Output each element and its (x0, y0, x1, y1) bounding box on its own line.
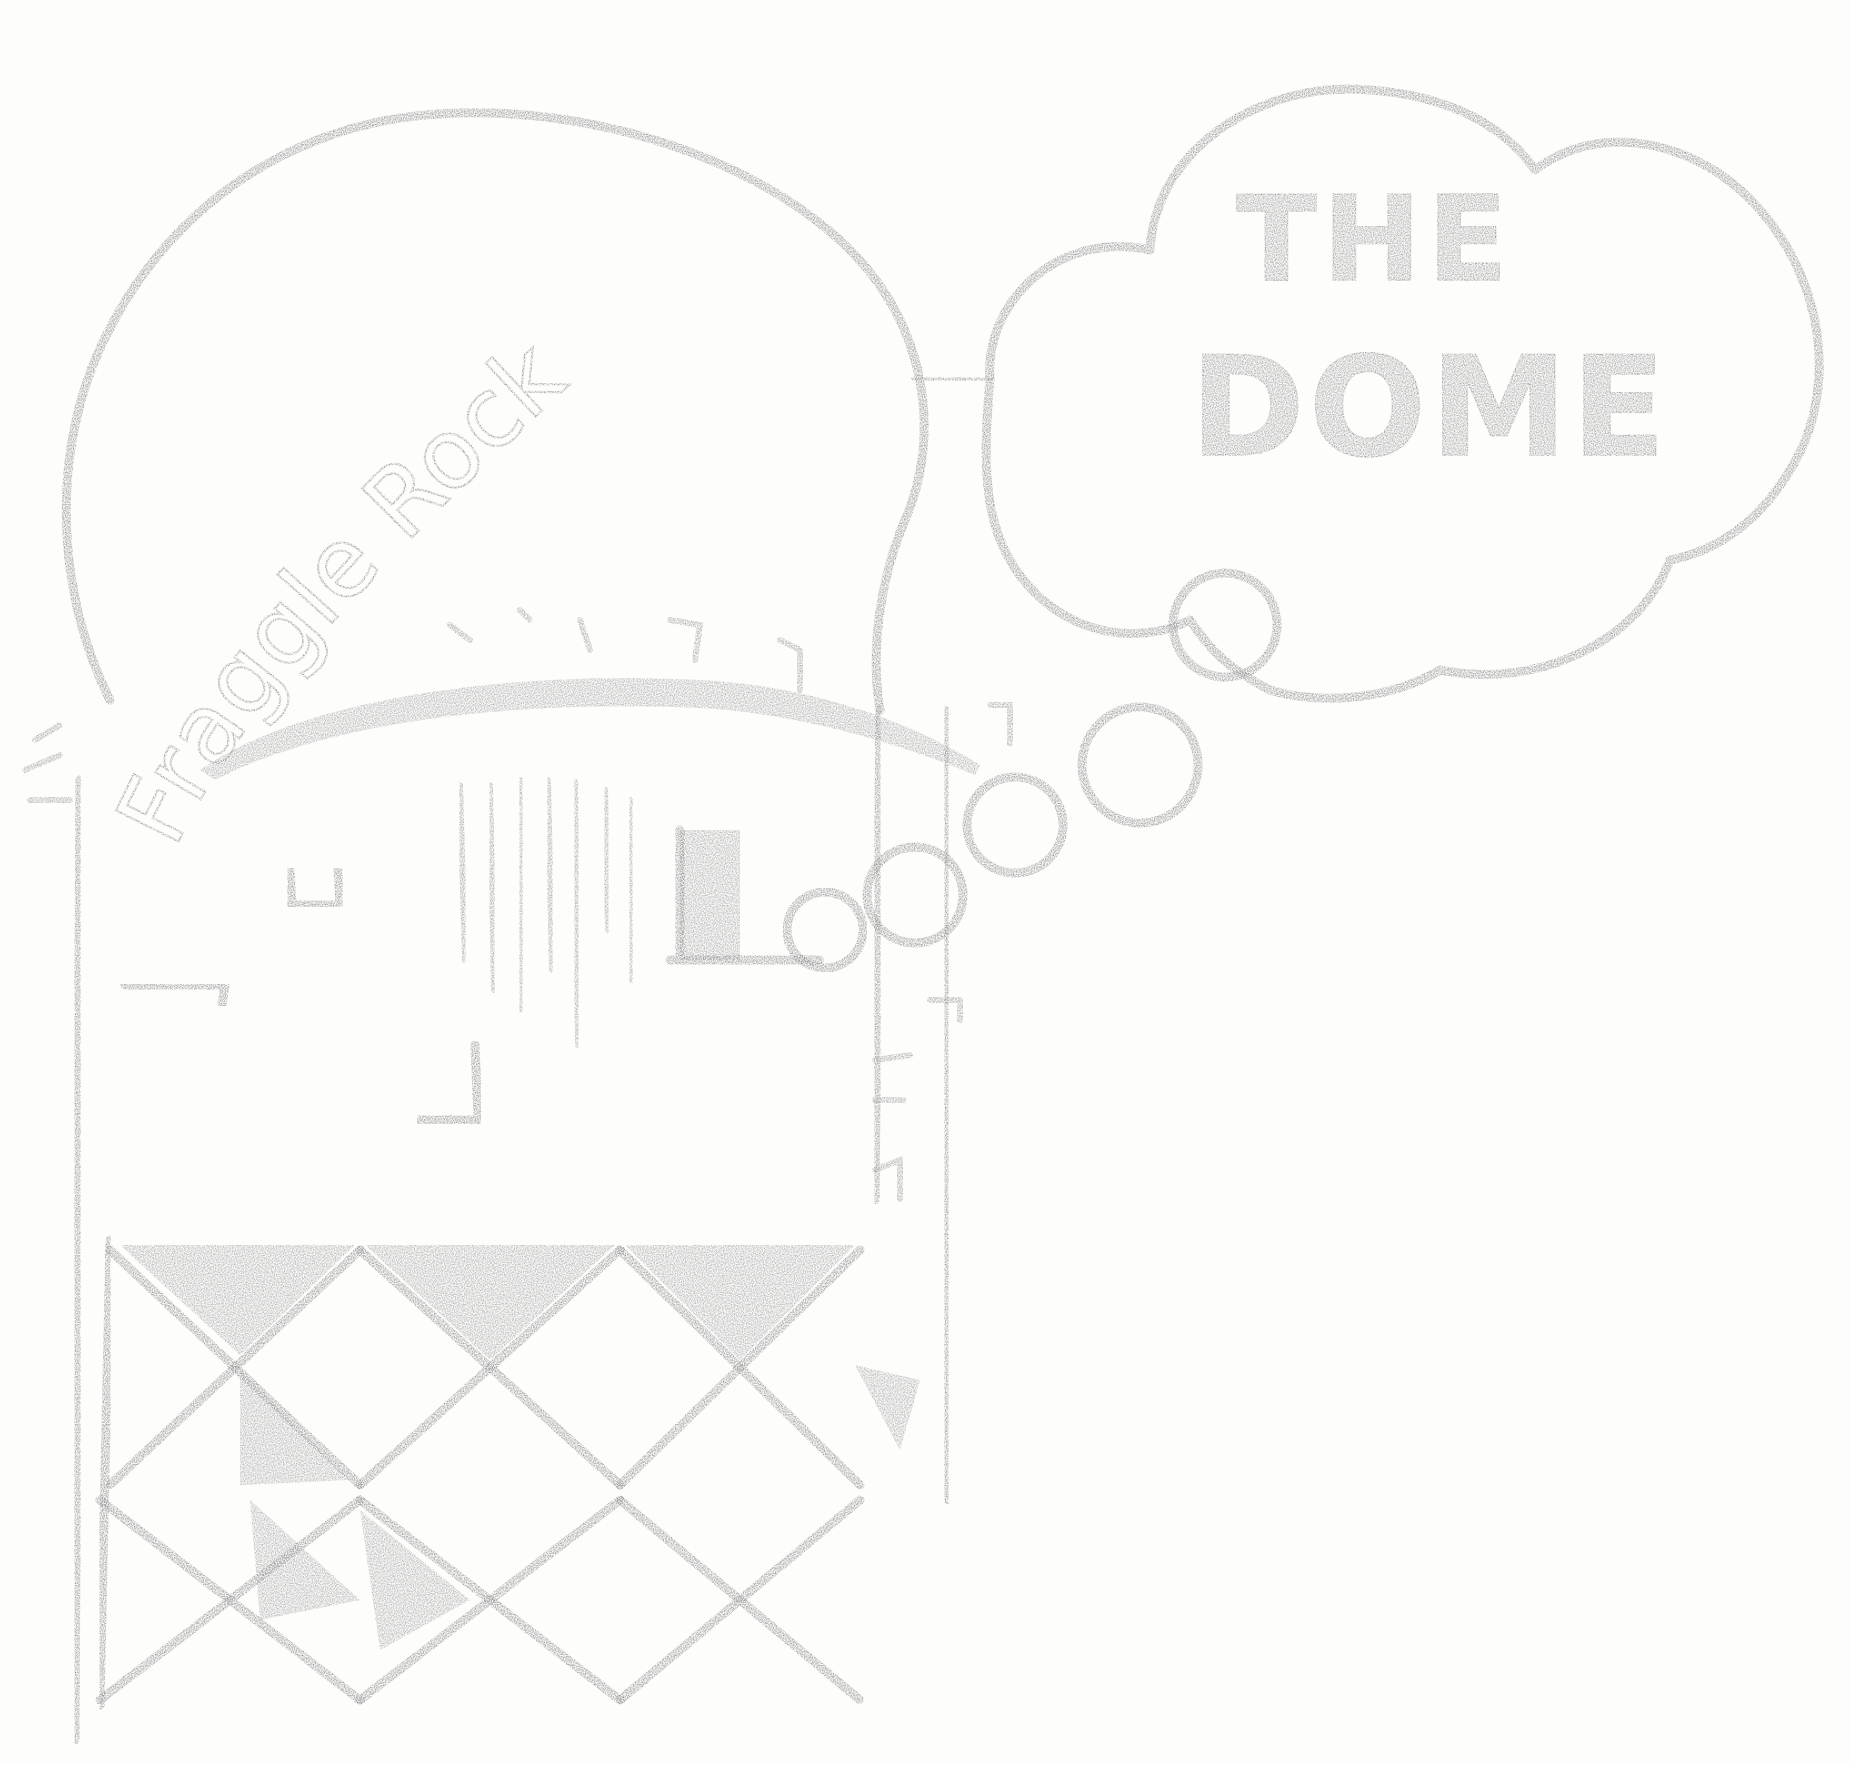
cavern-tick-marks (450, 610, 1010, 745)
cave-mark-left-dash (125, 985, 225, 1005)
right-wall (945, 710, 948, 1500)
cave-mark-lower (420, 1045, 478, 1120)
dome-bubble-right (967, 777, 1063, 873)
dome-label-line2: DOME (1190, 327, 1669, 488)
lattice-structure (100, 1240, 920, 1705)
cavern-to-dome-passage (915, 378, 990, 380)
fraggle-rock-label: Fraggle Rock (95, 319, 586, 860)
dome-label-line1: THE (1236, 170, 1514, 308)
arch-bridge (200, 678, 980, 780)
dome-bubble-medium (1082, 707, 1198, 823)
inner-right-wall (875, 710, 880, 1200)
small-hut (680, 830, 740, 960)
stalactites (460, 780, 632, 1045)
left-wall (75, 780, 80, 1740)
left-wall-top-marks (25, 725, 70, 800)
cave-mark-upper-left (290, 870, 340, 905)
